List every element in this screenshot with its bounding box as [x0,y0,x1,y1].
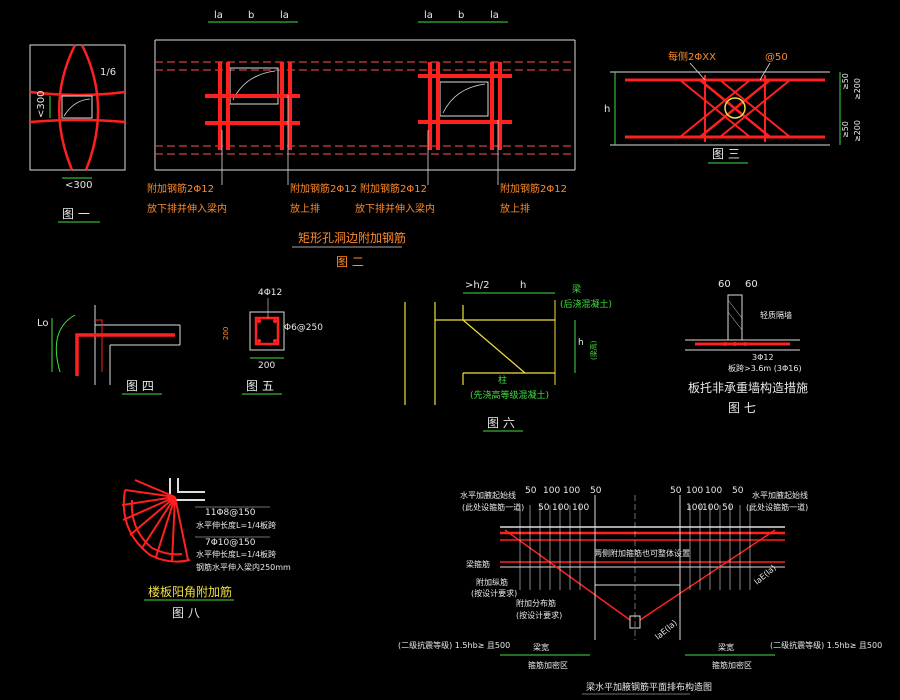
fig2-note-4b: 放上排 [500,202,530,215]
fig2-note-2b: 放上排 [290,202,320,215]
fig3-note2: @50 [765,52,788,63]
fig6-side2: (梁高) [589,340,598,360]
fig6-label: 图 六 [487,416,515,430]
fig3-note1: 每侧2ΦXX [668,50,716,63]
fig8-note-4: 水平伸长度L=1/4板跨 [196,549,276,559]
fig7-title: 板托非承重墙构造措施 [688,380,808,395]
fig1-dim-h: <300 [65,180,92,191]
fig9-bottom-left: (二级抗震等级) 1.5hb≥ 且500 [398,640,510,650]
fig7-note: 板跨>3.6m (3Φ16) [728,363,802,373]
fig2-note-2a: 附加钢筋2Φ12 [290,182,357,195]
fig6-d2: h [520,280,526,291]
fig8-label: 图 八 [172,606,200,620]
fig8-note-1: 11Φ8@150 [205,508,256,518]
fig6-d1: >h/2 [465,280,489,291]
fig7-d1: 60 [718,279,731,290]
fig3-dim-1: ≥50 [841,73,850,90]
fig9-left-note-2: 附加纵筋 [476,577,508,587]
fig9-mid: 两侧附加箍筋也可整体设置 [594,548,690,558]
figure-6: >h/2 h 梁 (后浇混凝土) h (梁高) 柱 (先浇高等级混凝土) 图 六 [404,280,612,432]
fig3-dim-4: ≥200 [853,120,862,142]
fig7-d2: 60 [745,279,758,290]
figure-3: 每侧2ΦXX @50 h ≥50 ≥200 ≥50 ≥200 图 三 [604,50,862,164]
figure-1: 1/6 <300 <300 图 一 [29,44,126,223]
fig2-note-4a: 附加钢筋2Φ12 [500,182,567,195]
fig2-dim-la-1: la [214,10,223,21]
fig1-label: 图 一 [62,207,90,221]
fig9-dim-r7: 50 [722,503,734,513]
fig9-note-tl-1: 水平加腋起始线 [460,490,516,500]
fig9-dim-r6: 100 [702,503,719,513]
fig9-left-note-3: (按设计要求) [471,588,517,598]
fig2-note-1a: 附加钢筋2Φ12 [147,182,214,195]
fig9-left-note-4: 附加分布筋 [516,598,556,608]
fig2-title: 矩形孔洞边附加钢筋 [298,230,406,245]
fig9-dim-l7: 100 [572,503,589,513]
fig9-note-tl-2: (此处设箍筋一道) [462,502,524,512]
fig5-side: 200 [222,327,230,340]
fig6-beam: 梁 [572,283,581,295]
fig2-note-3b: 放下排并伸入梁内 [355,202,435,215]
fig8-note-2: 水平伸长度L=1/4板跨 [196,520,276,530]
fig5-label: 图 五 [246,379,274,393]
fig9-w2: 梁宽 [718,642,734,652]
fig3-h: h [604,104,610,115]
fig1-dim-v: <300 [36,91,47,118]
fig2-dim-la-4: la [490,10,499,21]
fig6-col-note: (先浇高等级混凝土) [470,389,549,401]
fig9-dim-r5: 100 [686,503,703,513]
fig2-dim-la-3: la [424,10,433,21]
fig9-dim-l6: 100 [552,503,569,513]
fig9-w1: 梁宽 [533,642,549,652]
fig9-dim-l2: 100 [543,486,560,496]
fig9-title: 梁水平加腋钢筋平面排布构造图 [586,681,712,693]
fig9-note-tr-1: 水平加腋起始线 [752,490,808,500]
fig2-note-1b: 放下排并伸入梁内 [147,202,227,215]
fig2-dim-b-2: b [458,10,464,21]
fig9-left-note-1: 梁箍筋 [466,559,490,569]
figure-7: 60 60 轻质隔墙 3Φ12 板跨>3.6m (3Φ16) 板托非承重墙构造措… [685,279,808,415]
fig4-lo: Lo [37,318,49,329]
fig3-dim-2: ≥200 [853,78,862,100]
fig9-dim-l4: 50 [590,486,602,496]
fig9-dim-r1: 50 [670,486,682,496]
fig9-dim-r3: 100 [705,486,722,496]
fig9-dim-l1: 50 [525,486,537,496]
fig8-note-5: 钢筋水平伸入梁内250mm [196,562,291,572]
fig9-zone2: 箍筋加密区 [712,660,752,670]
fig4-label: 图 四 [126,379,154,393]
fig9-left-note-5: (按设计要求) [516,610,562,620]
fig6-col: 柱 [498,374,507,386]
fig2-dim-b-1: b [248,10,254,21]
fig5-width: 200 [258,361,275,371]
fig9-zone: 箍筋加密区 [528,660,568,670]
fig8-note-3: 7Φ10@150 [205,538,256,548]
fig2-dim-la-2: la [280,10,289,21]
fig9-dim-l3: 100 [563,486,580,496]
figure-8: 11Φ8@150 水平伸长度L=1/4板跨 7Φ10@150 水平伸长度L=1/… [121,478,291,620]
fig6-side: h [578,338,584,348]
fig2-note-3a: 附加钢筋2Φ12 [360,182,427,195]
fig7-wall: 轻质隔墙 [760,310,792,320]
fig5-stirrup: Φ6@250 [284,323,323,333]
fig9-dim-r2: 100 [686,486,703,496]
fig6-beam-note: (后浇混凝土) [560,298,612,310]
figure-4: Lo 图 四 [37,305,181,395]
fig8-title: 楼板阳角附加筋 [148,584,232,599]
fig7-label: 图 七 [728,401,756,415]
fig9-note-tr-2: (此处设箍筋一道) [746,502,808,512]
figure-2: la b la la b la 附加钢筋2Φ12 放下排并伸入梁内 附加钢筋2Φ… [147,10,576,269]
fig7-rebar: 3Φ12 [752,353,774,362]
fig9-dim-r4: 50 [732,486,744,496]
figure-5: 4Φ12 Φ6@250 200 200 图 五 [222,288,323,395]
fig5-top: 4Φ12 [258,288,282,298]
fig2-label: 图 二 [336,255,364,269]
fig1-slope: 1/6 [100,67,116,78]
fig9-bottom-right: (二级抗震等级) 1.5hb≥ 且500 [770,640,882,650]
fig3-dim-3: ≥50 [841,121,850,138]
fig3-label: 图 三 [712,147,740,161]
fig9-dim-l5: 50 [538,503,550,513]
